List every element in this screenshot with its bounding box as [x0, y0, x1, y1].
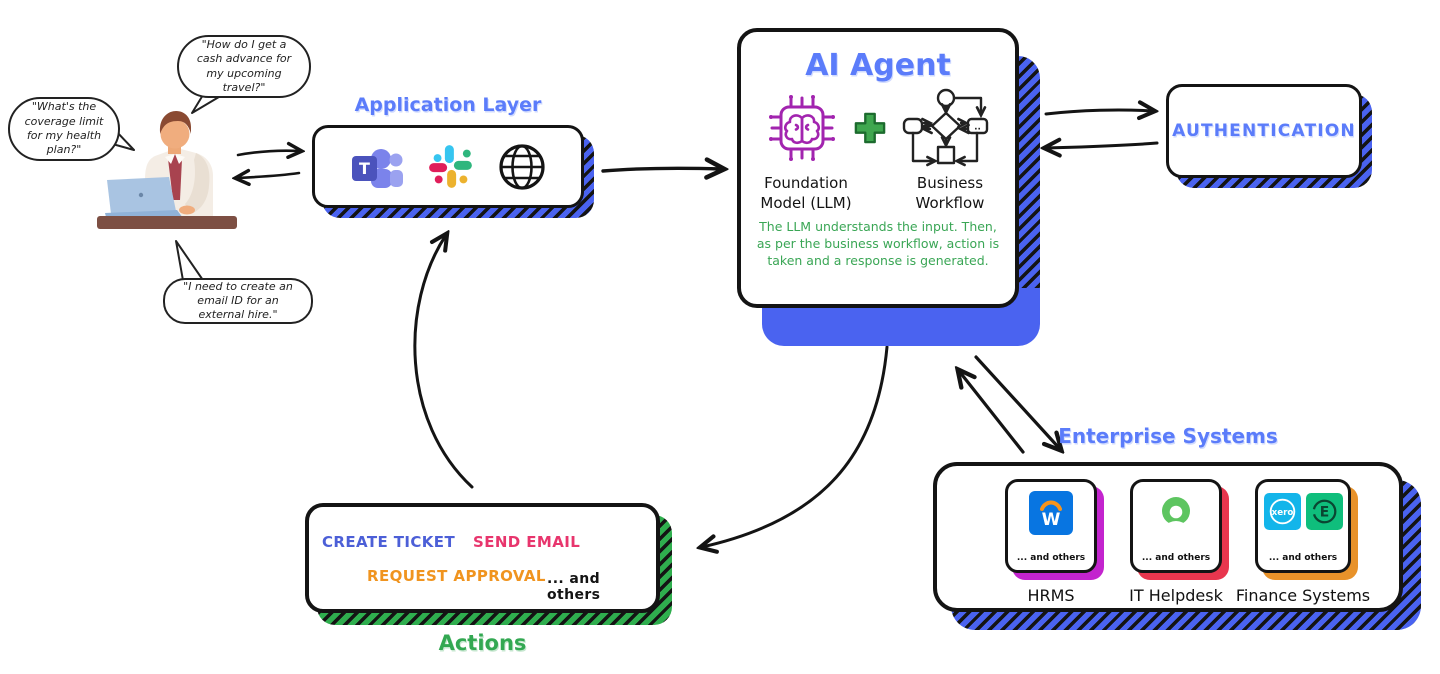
arrow-user-to-apps — [236, 151, 300, 155]
arrow-actions-to-apps — [413, 235, 474, 489]
svg-text:T: T — [359, 159, 370, 178]
hrms-label: HRMS — [1027, 586, 1075, 605]
ai-agent-box: AI Agent — [737, 28, 1019, 308]
svg-text:..: .. — [974, 123, 981, 133]
user-illustration — [97, 111, 237, 229]
arrow-agent-to-enterprise — [974, 355, 1060, 449]
slack-icon — [428, 145, 472, 188]
user-head — [160, 119, 190, 149]
user-collar — [165, 154, 185, 164]
authentication-box: AUTHENTICATION — [1166, 84, 1362, 178]
svg-text:xero: xero — [1271, 508, 1293, 518]
green-ring-icon — [1162, 497, 1190, 531]
action-others: ... and others — [547, 571, 601, 603]
chip-brain-icon — [769, 95, 835, 161]
ai-agent-description: The LLM understands the input. Then, as … — [756, 219, 1000, 268]
hrms-more-label: ... and others — [1016, 553, 1086, 563]
laptop-logo-dot — [138, 192, 144, 198]
finance-more-label: ... and others — [1268, 553, 1338, 563]
it-helpdesk-label: IT Helpdesk — [1129, 586, 1223, 605]
arrow-agent-to-actions — [702, 345, 889, 547]
arrow-auth-to-agent — [1046, 143, 1159, 148]
arrow-enterprise-to-agent — [959, 371, 1025, 454]
arrow-apps-to-agent — [601, 168, 722, 171]
action-send-email: SEND EMAIL — [473, 533, 581, 551]
speech-bubble-text: "I need to create an email ID for an ext… — [183, 279, 293, 322]
xero-icon: xero — [1263, 493, 1301, 530]
speech-bubble-email-id: "I need to create an email ID for an ext… — [163, 278, 313, 324]
arrow-agent-to-auth — [1044, 110, 1153, 114]
workflow-icon: .. — [902, 88, 989, 169]
expensify-icon: E — [1305, 493, 1343, 530]
action-create-ticket: CREATE TICKET — [322, 533, 456, 551]
ai-agent-title: AI Agent — [805, 48, 951, 83]
enterprise-systems-box: W ... and others HRMS ... and others IT … — [933, 462, 1403, 612]
enterprise-systems-title: Enterprise Systems — [1058, 424, 1278, 448]
user-hair — [159, 111, 191, 134]
user-tie — [168, 154, 182, 200]
action-request-approval: REQUEST APPROVAL — [367, 567, 546, 585]
it-helpdesk-more-label: ... and others — [1141, 553, 1211, 563]
application-layer-title: Application Layer — [354, 94, 542, 116]
authentication-title: AUTHENTICATION — [1172, 121, 1356, 141]
svg-text:E: E — [1319, 505, 1328, 521]
speech-bubble-health-plan: "What's the coverage limit for my health… — [8, 97, 120, 161]
business-workflow-label: Business Workflow — [915, 174, 985, 212]
hrms-card: W ... and others — [1005, 479, 1097, 573]
desk — [97, 216, 237, 229]
workday-icon: W — [1029, 491, 1073, 535]
globe-icon — [498, 143, 545, 190]
foundation-model-label: Foundation Model (LLM) — [760, 174, 852, 212]
user-arm — [185, 153, 210, 214]
actions-box: CREATE TICKET SEND EMAIL REQUEST APPROVA… — [305, 503, 660, 613]
speech-bubble-text: "What's the coverage limit for my health… — [24, 100, 104, 157]
it-helpdesk-card: ... and others — [1130, 479, 1222, 573]
speech-bubble-text: "How do I get a cash advance for my upco… — [196, 37, 292, 94]
actions-title: Actions — [438, 631, 527, 655]
finance-systems-label: Finance Systems — [1235, 586, 1371, 605]
finance-systems-card: xero E ... and others — [1255, 479, 1351, 573]
plus-icon — [854, 112, 886, 144]
application-layer-box: T — [312, 125, 584, 208]
user-hand — [179, 205, 195, 215]
arrow-apps-to-user — [237, 173, 301, 178]
speech-bubble-travel: "How do I get a cash advance for my upco… — [177, 35, 311, 98]
teams-icon: T — [351, 148, 403, 188]
svg-text:W: W — [1042, 510, 1061, 530]
